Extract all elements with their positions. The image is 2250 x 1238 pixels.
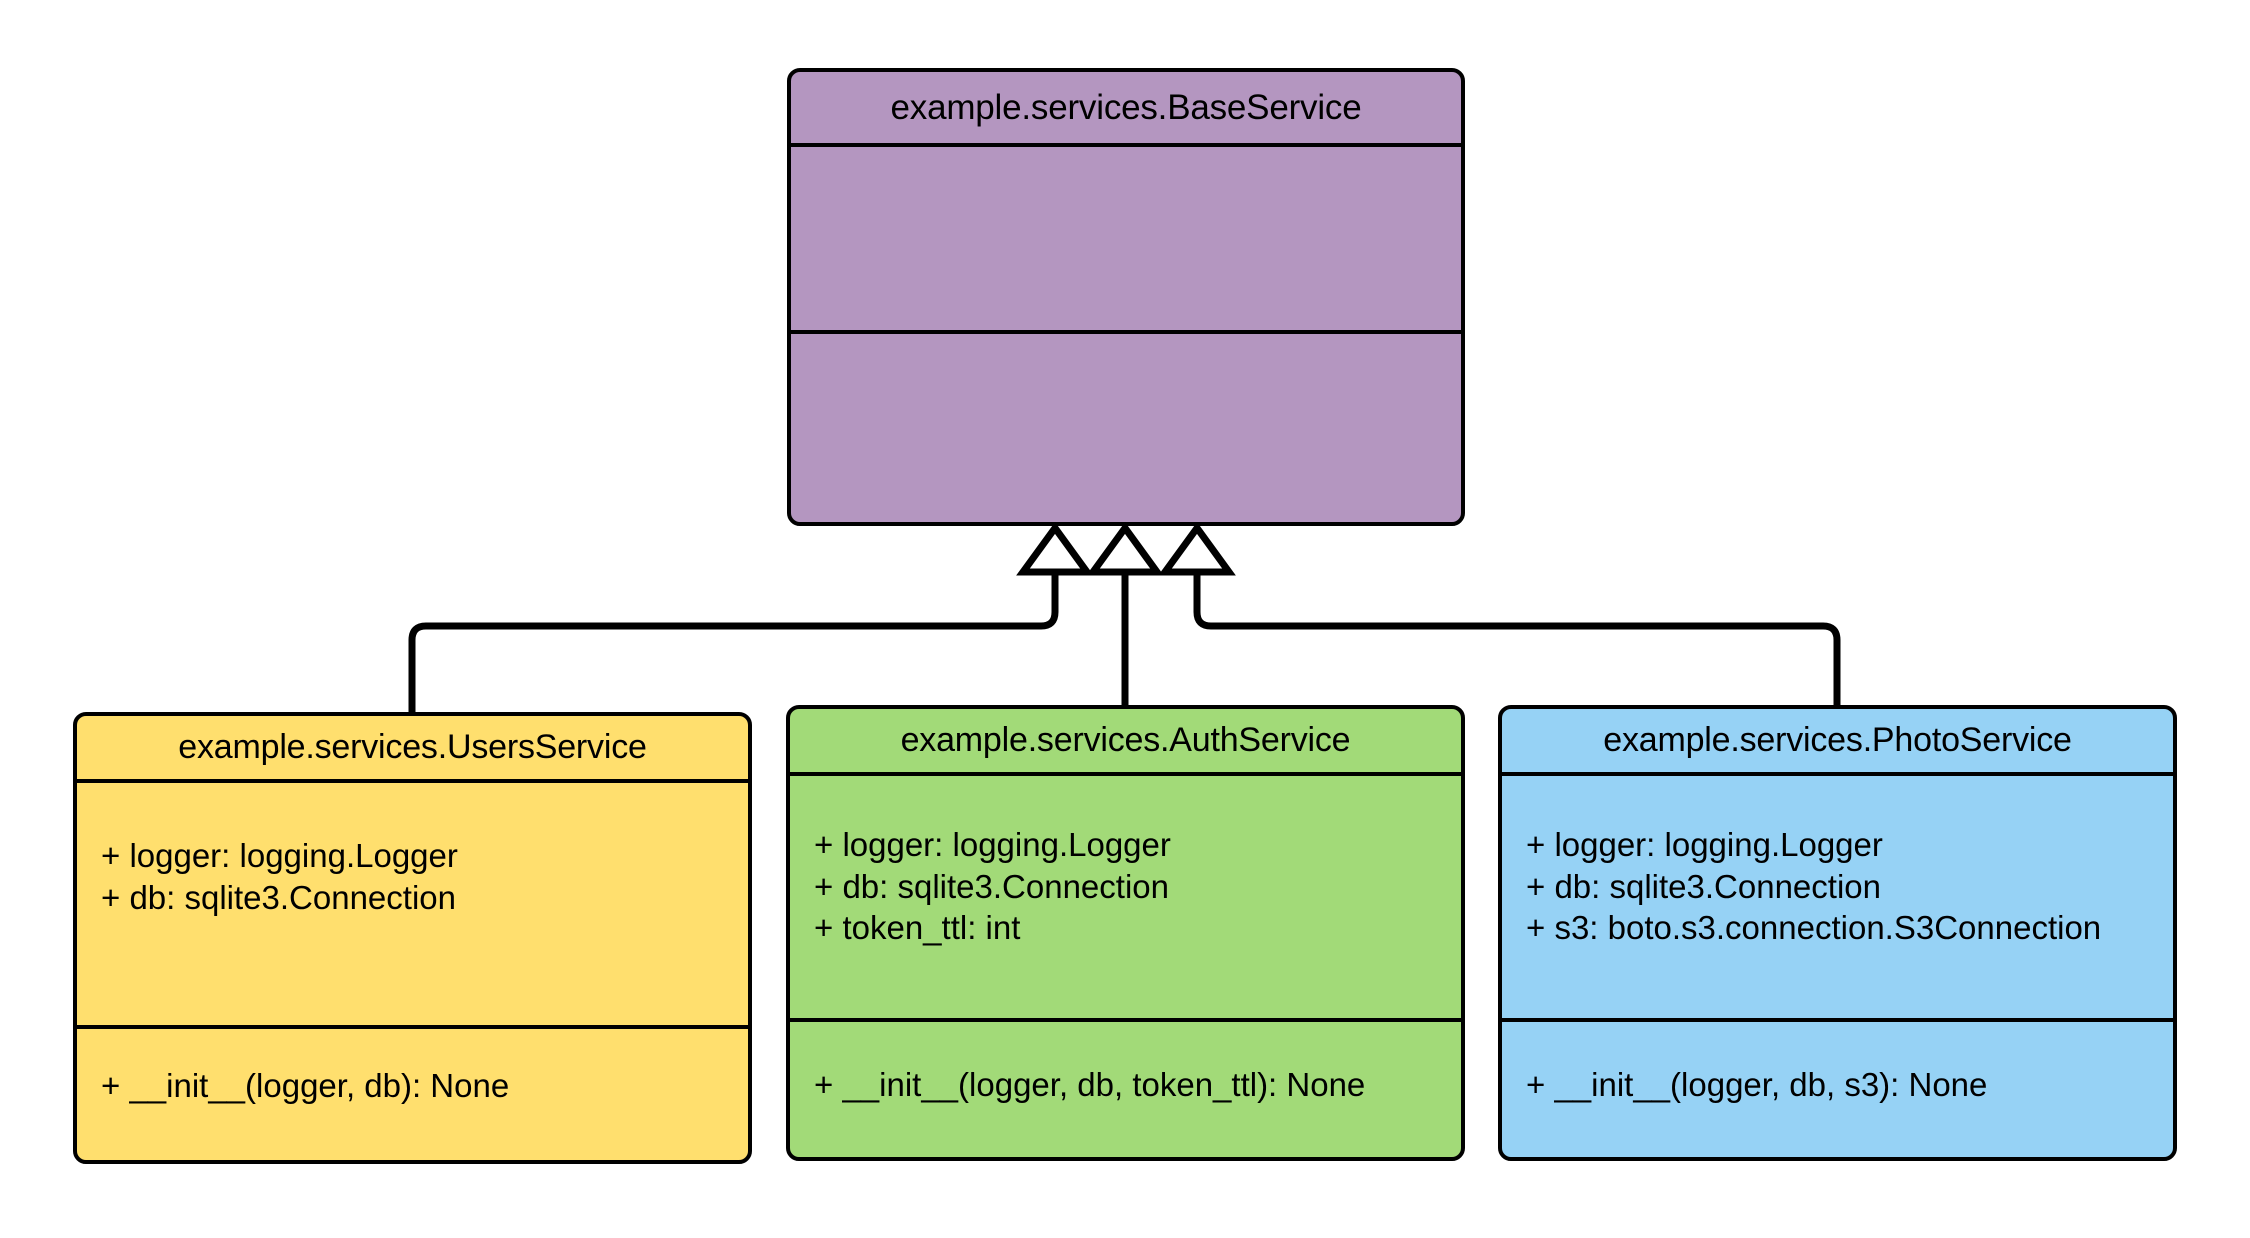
class-box-usersservice[interactable]: example.services.UsersService + logger: … <box>73 712 752 1164</box>
method-row: + __init__(logger, db, token_ttl): None <box>814 1066 1366 1103</box>
class-title-photoservice: example.services.PhotoService <box>1502 709 2173 777</box>
attribute-row: + logger: logging.Logger <box>1526 826 1883 864</box>
class-attributes-authservice: + logger: logging.Logger + db: sqlite3.C… <box>790 776 1461 1022</box>
class-attributes-photoservice: + logger: logging.Logger + db: sqlite3.C… <box>1502 776 2173 1022</box>
inheritance-triangle-usersservice <box>1016 522 1094 576</box>
class-methods-authservice: + __init__(logger, db, token_ttl): None <box>790 1022 1461 1157</box>
class-attributes-baseservice <box>791 147 1461 334</box>
method-row: + __init__(logger, db, s3): None <box>1526 1066 1988 1103</box>
class-title-baseservice: example.services.BaseService <box>791 72 1461 147</box>
class-attributes-usersservice: + logger: logging.Logger + db: sqlite3.C… <box>77 783 748 1030</box>
class-methods-photoservice: + __init__(logger, db, s3): None <box>1502 1022 2173 1157</box>
class-box-photoservice[interactable]: example.services.PhotoService + logger: … <box>1498 705 2177 1161</box>
edge-photoservice-to-baseservice <box>1193 570 1841 705</box>
method-row: + __init__(logger, db): None <box>101 1067 510 1105</box>
inheritance-triangle-authservice <box>1086 522 1164 576</box>
class-methods-baseservice <box>791 334 1461 522</box>
class-box-baseservice[interactable]: example.services.BaseService <box>787 68 1465 526</box>
class-title-usersservice: example.services.UsersService <box>77 716 748 784</box>
class-title-authservice: example.services.AuthService <box>790 709 1461 777</box>
inheritance-triangle-photoservice <box>1158 522 1236 576</box>
attribute-row: + db: sqlite3.Connection <box>1526 867 1881 905</box>
attribute-row: + logger: logging.Logger <box>101 837 458 875</box>
attribute-row: + db: sqlite3.Connection <box>101 878 456 916</box>
class-box-authservice[interactable]: example.services.AuthService + logger: l… <box>786 705 1465 1161</box>
attribute-row: + db: sqlite3.Connection <box>814 867 1169 905</box>
attribute-row: + token_ttl: int <box>814 909 1021 947</box>
attribute-row: + logger: logging.Logger <box>814 826 1171 864</box>
class-methods-usersservice: + __init__(logger, db): None <box>77 1029 748 1160</box>
attribute-row: + s3: boto.s3.connection.S3Connection <box>1526 909 2102 947</box>
edge-usersservice-to-baseservice <box>408 570 1059 712</box>
